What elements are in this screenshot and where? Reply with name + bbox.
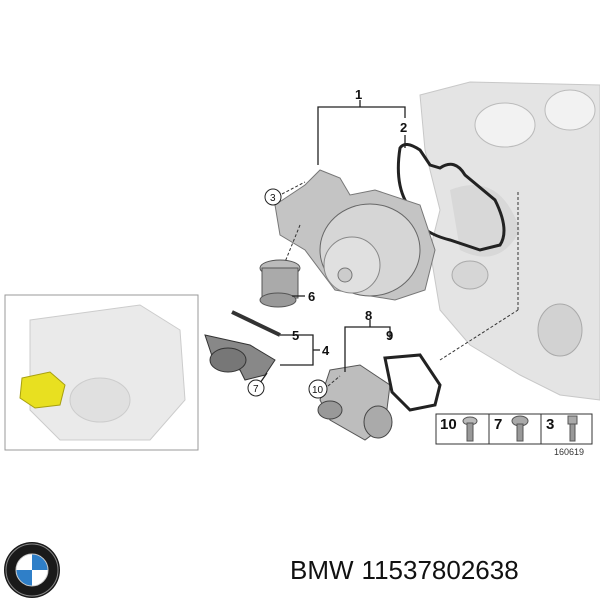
- seal-part-5: [231, 310, 281, 337]
- engine-overview-inset: [4, 294, 199, 451]
- callout-9[interactable]: 9: [386, 328, 393, 343]
- hex-bolt-icon: [567, 415, 578, 442]
- svg-text:9: 9: [386, 328, 393, 343]
- callout-7[interactable]: 7: [247, 379, 265, 397]
- callout-4[interactable]: 4: [322, 343, 330, 358]
- callout-1[interactable]: 1: [355, 87, 362, 102]
- thermostat-part-6: [259, 259, 301, 308]
- svg-text:8: 8: [365, 308, 372, 323]
- leader-lines: [259, 100, 519, 387]
- callout-2[interactable]: 2: [400, 120, 407, 135]
- callout-3[interactable]: 3: [264, 188, 282, 206]
- thermostat-cover-part-4: [204, 334, 276, 381]
- svg-text:4: 4: [322, 343, 330, 358]
- callout-8[interactable]: 8: [365, 308, 372, 323]
- water-pump: [274, 169, 436, 301]
- svg-text:3: 3: [270, 193, 276, 204]
- callout-6[interactable]: 6: [308, 289, 315, 304]
- svg-text:6: 6: [308, 289, 315, 304]
- hex-flange-bolt-icon: [511, 415, 529, 442]
- fastener-number-7: 7: [494, 416, 503, 433]
- part-number: 11537802638: [361, 555, 519, 585]
- diagram-number: 160619: [554, 447, 585, 457]
- fastener-box: [435, 413, 593, 445]
- svg-text:5: 5: [292, 328, 299, 343]
- callout-10[interactable]: 10: [308, 379, 328, 399]
- gasket-part-9: [383, 353, 442, 412]
- engine-block: [419, 81, 600, 401]
- svg-text:1: 1: [355, 87, 362, 102]
- svg-text:2: 2: [400, 120, 407, 135]
- svg-text:7: 7: [253, 384, 259, 395]
- fastener-number-10: 10: [440, 416, 457, 433]
- bmw-logo: [4, 542, 60, 598]
- coolant-connector-part-8: [317, 364, 393, 441]
- callout-5[interactable]: 5: [292, 328, 299, 343]
- highlighted-part: [19, 371, 66, 409]
- svg-text:10: 10: [312, 385, 324, 396]
- fastener-number-3: 3: [546, 416, 555, 433]
- brand-name: BMW: [290, 555, 354, 585]
- torx-screw-icon: [462, 416, 478, 442]
